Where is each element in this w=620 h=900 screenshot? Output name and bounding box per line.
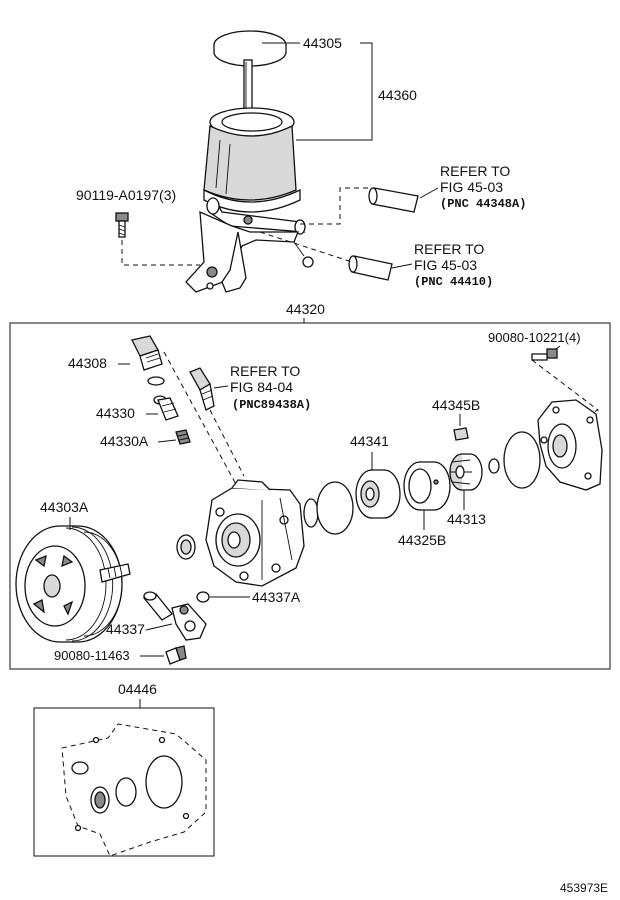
label-44305: 44305 — [303, 35, 342, 51]
part-44345b — [453, 427, 469, 441]
label-44308: 44308 — [68, 355, 107, 371]
part-44330 — [153, 395, 179, 421]
oil-seal — [176, 534, 196, 560]
label-90080-10221: 90080-10221(4) — [488, 330, 581, 345]
label-44303a: 44303A — [40, 499, 89, 515]
label-44325b: 44325B — [398, 532, 446, 548]
reservoir-assembly — [185, 30, 314, 293]
refer-1-line2: FIG 45-03 — [440, 179, 503, 195]
pump-assembly-box — [9, 322, 611, 670]
label-44330a: 44330A — [100, 433, 149, 449]
refer-2-line2: FIG 45-03 — [414, 257, 477, 273]
refer-1-pnc: (PNC 44348A) — [440, 197, 526, 211]
label-44345b: 44345B — [432, 397, 480, 413]
hose-upper — [368, 187, 419, 213]
diagram-id: 453973E — [560, 881, 608, 895]
part-44308 — [131, 335, 165, 386]
rear-cover — [537, 399, 603, 491]
refer-3-line1: REFER TO — [230, 363, 300, 379]
label-44360: 44360 — [378, 87, 417, 103]
refer-3-pnc: (PNC89438A) — [232, 398, 311, 412]
gasket-kit-parts — [61, 723, 207, 857]
o-ring-44337a — [196, 591, 210, 603]
pressure-sensor — [189, 367, 215, 411]
label-44330: 44330 — [96, 405, 135, 421]
bolt-90080-11463 — [165, 645, 187, 665]
label-90119-a0197: 90119-A0197(3) — [76, 187, 176, 203]
part-44341 — [355, 469, 401, 519]
part-44313 — [449, 453, 483, 491]
o-ring-small — [303, 498, 319, 528]
part-44337 — [142, 591, 207, 641]
refer-2-line1: REFER TO — [414, 241, 484, 257]
label-44341: 44341 — [350, 433, 389, 449]
bolt-90119 — [115, 212, 129, 238]
refer-1-line1: REFER TO — [440, 163, 510, 179]
gasket-kit-box — [33, 707, 215, 857]
label-44337: 44337 — [106, 621, 145, 637]
part-44325b — [403, 461, 451, 511]
refer-3-line2: FIG 84-04 — [230, 379, 293, 395]
cover-gasket — [503, 431, 541, 489]
label-44337a: 44337A — [252, 589, 301, 605]
part-44330a — [175, 429, 191, 445]
label-90080-11463: 90080-11463 — [54, 648, 130, 663]
label-44320: 44320 — [286, 301, 325, 317]
refer-2-pnc: (PNC 44410) — [414, 275, 493, 289]
bolt-90080-10221 — [531, 348, 558, 361]
snap-ring — [488, 458, 500, 474]
hose-lower — [348, 255, 393, 281]
label-44313: 44313 — [447, 511, 486, 527]
o-ring-large — [316, 481, 354, 535]
pump-body — [205, 479, 305, 587]
part-44303a-pulley — [15, 525, 131, 643]
label-04446: 04446 — [118, 681, 157, 697]
